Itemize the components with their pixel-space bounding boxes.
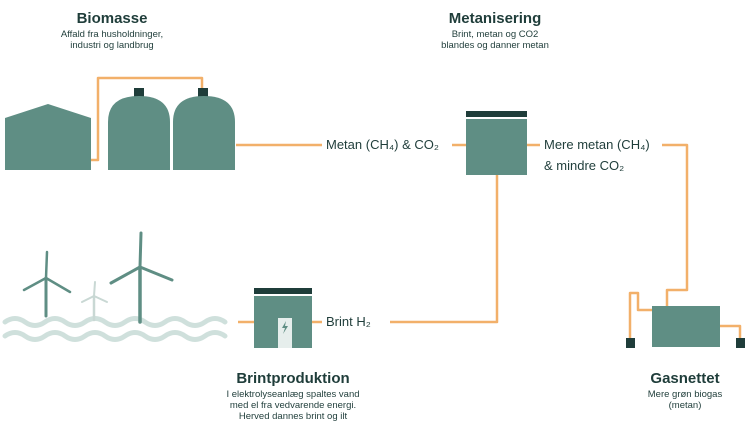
electrolyzer-icon [254,288,312,348]
wind-turbine-icon [109,231,174,324]
upgraded-gas-flow-label-2: & mindre CO₂ [544,158,625,173]
gas-tank-icon [626,306,745,348]
hydrogen-desc-line-2: med el fra vedvarende energi. [229,400,357,411]
hydrogen-pipe-right [390,175,499,324]
gasgrid-description: Mere grøn biogas (metan) [630,389,740,411]
methanation-desc-line-1: Brint, metan og CO2 [451,29,539,40]
biomass-desc-line-1: Affald fra husholdninger, [60,29,164,40]
biomass-feed-pipe [91,76,204,162]
offshore-wind-farm [2,231,228,342]
methanation-description: Brint, metan og CO2 blandes og danner me… [420,29,570,51]
methanation-desc-line-2: blandes og danner metan [441,40,549,51]
upgraded-gas-pipe-long [662,143,689,306]
biogas-flow-label: Metan (CH₄) & CO₂ [326,137,439,152]
biomass-description: Affald fra husholdninger, industri og la… [40,29,184,51]
digester-tank-icon [108,88,170,170]
grid-pipe-right [720,324,742,338]
biomass-desc-line-2: industri og landbrug [70,40,154,51]
hydrogen-flow-label: Brint H₂ [326,314,371,329]
warehouse-icon [5,104,91,170]
digester-tank-icon [173,88,235,170]
waves [2,316,228,342]
grid-pipe-left [628,291,652,338]
gasgrid-desc-line-2: (metan) [668,400,702,411]
biomass-plant [5,88,235,170]
methanation-title: Metanisering [448,10,542,27]
wind-turbine-icon [81,281,108,322]
lightning-icon [282,321,288,334]
hydrogen-description: I elektrolyseanlæg spaltes vand med el f… [200,389,386,422]
biomass-title: Biomasse [76,10,148,27]
hydrogen-desc-line-1: I elektrolyseanlæg spaltes vand [226,389,360,400]
methanation-reactor-icon [466,111,527,175]
pipes [91,76,742,338]
gasgrid-desc-line-1: Mere grøn biogas [647,389,723,400]
wind-turbine-icon [22,250,72,318]
gasgrid-title: Gasnettet [650,370,720,387]
hydrogen-desc-line-3: Herved dannes brint og ilt [238,411,348,422]
hydrogen-title: Brintproduktion [236,370,350,387]
upgraded-gas-flow-label-1: Mere metan (CH₄) [544,137,650,152]
